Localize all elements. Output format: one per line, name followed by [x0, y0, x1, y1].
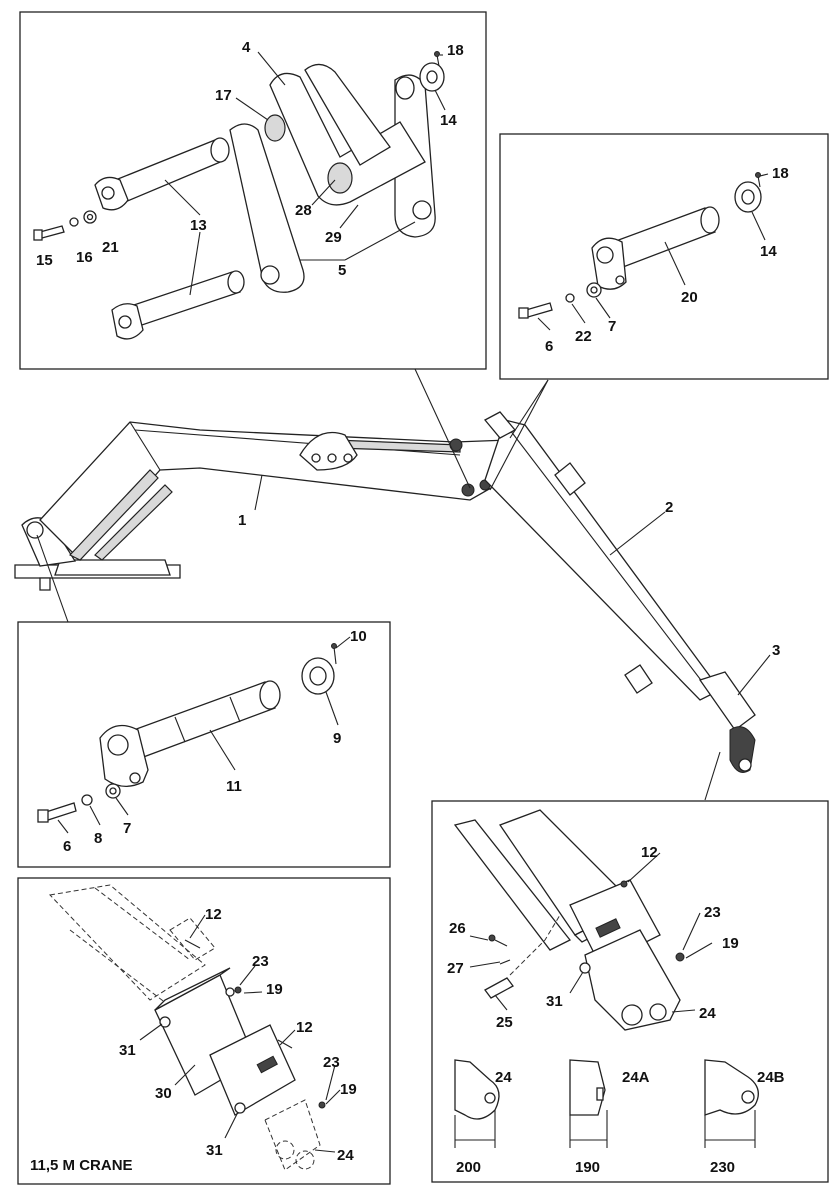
variant-24: 24 200	[454, 1059, 512, 1176]
callout: 12	[641, 844, 658, 861]
callout: 24	[699, 1005, 716, 1022]
callout: 2	[665, 499, 673, 516]
callout: 12	[296, 1019, 313, 1036]
callout: 1	[238, 512, 246, 529]
callout: 7	[123, 820, 131, 837]
callout: 12	[205, 906, 222, 923]
callout: 31	[119, 1042, 136, 1059]
callout: 3	[772, 642, 780, 659]
callout: 19	[340, 1081, 357, 1098]
callout: 15	[36, 252, 53, 269]
callout: 29	[325, 229, 342, 246]
callout: 17	[215, 87, 232, 104]
callout: 26	[449, 920, 466, 937]
callout: 18	[447, 42, 464, 59]
detail-box-top-left: 4 18 17 14 13 28 29 15 16 21 5	[19, 11, 487, 370]
link-plate-5-left	[229, 123, 305, 293]
callout: 10	[350, 628, 367, 645]
dimension-label: 190	[575, 1159, 600, 1176]
callout: 21	[102, 239, 119, 256]
callout: 24	[337, 1147, 354, 1164]
jib-3	[698, 671, 756, 731]
callout: 7	[608, 318, 616, 335]
callout: 19	[266, 981, 283, 998]
callout: 30	[155, 1085, 172, 1102]
callout: 8	[94, 830, 102, 847]
callout: 31	[546, 993, 563, 1010]
crane-label: 11,5 M CRANE	[30, 1157, 133, 1174]
callout: 6	[545, 338, 553, 355]
callout: 25	[496, 1014, 513, 1031]
callout: 31	[206, 1142, 223, 1159]
callout: 24A	[622, 1069, 650, 1086]
dimension-label: 200	[456, 1159, 481, 1176]
leaders-top-left	[164, 51, 446, 296]
callout: 9	[333, 730, 341, 747]
callout: 16	[76, 249, 93, 266]
callout: 13	[190, 217, 207, 234]
callout: 24B	[757, 1069, 785, 1086]
pin-13-lower	[111, 270, 245, 340]
detail-box-mid-left: 10 9 11 6 8 7	[17, 621, 391, 868]
variant-24a: 24A 190	[569, 1059, 650, 1176]
callout: 27	[447, 960, 464, 977]
variant-24b: 24B 230	[704, 1059, 785, 1176]
callout: 28	[295, 202, 312, 219]
callout: 14	[760, 243, 777, 260]
callout: 24	[495, 1069, 512, 1086]
callout: 11	[226, 778, 242, 795]
detail-box-bottom-left: 12 23 19 31 12 23 19 30 31 24 11,5 M CRA…	[17, 877, 391, 1185]
callout: 20	[681, 289, 698, 306]
callout: 5	[338, 262, 346, 279]
detail-box-top-right: 18 14 20 6 22 7	[499, 133, 829, 380]
pin-13-upper	[94, 137, 230, 211]
callout: 23	[252, 953, 269, 970]
callout: 23	[323, 1054, 340, 1071]
callout: 18	[772, 165, 789, 182]
callout: 22	[575, 328, 592, 345]
dimension-label: 230	[710, 1159, 735, 1176]
callout: 14	[440, 112, 457, 129]
callout: 19	[722, 935, 739, 952]
bracket-4	[269, 72, 426, 206]
crane-main-view: 1 2 3	[14, 368, 780, 801]
detail-box-bottom-right: 12 26 23 19 27 31 25 24 24 200 24A 190	[431, 800, 829, 1183]
callout: 6	[63, 838, 71, 855]
jib-2	[484, 419, 721, 701]
callout: 4	[242, 39, 251, 56]
callout: 23	[704, 904, 721, 921]
